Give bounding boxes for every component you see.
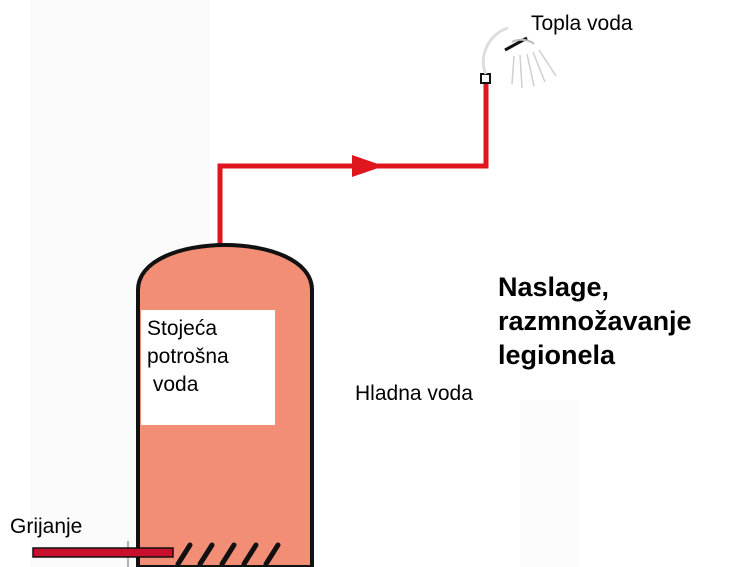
background-panel-right [520,400,580,567]
heating-pipe [32,547,174,558]
cold-water-label: Hladna voda [355,382,473,405]
heating-label: Grijanje [10,515,83,538]
heating-coil [175,542,281,567]
legionella-warning: Naslage, razmnožavanje legionela [498,272,692,370]
tank-content-label-box: Stojeća potrošna voda [141,310,275,425]
flow-arrow-icon [352,155,384,177]
shower-head-icon [480,26,557,89]
tank-content-label: Stojeća potrošna voda [147,317,229,396]
hot-water-label: Topla voda [531,12,633,35]
